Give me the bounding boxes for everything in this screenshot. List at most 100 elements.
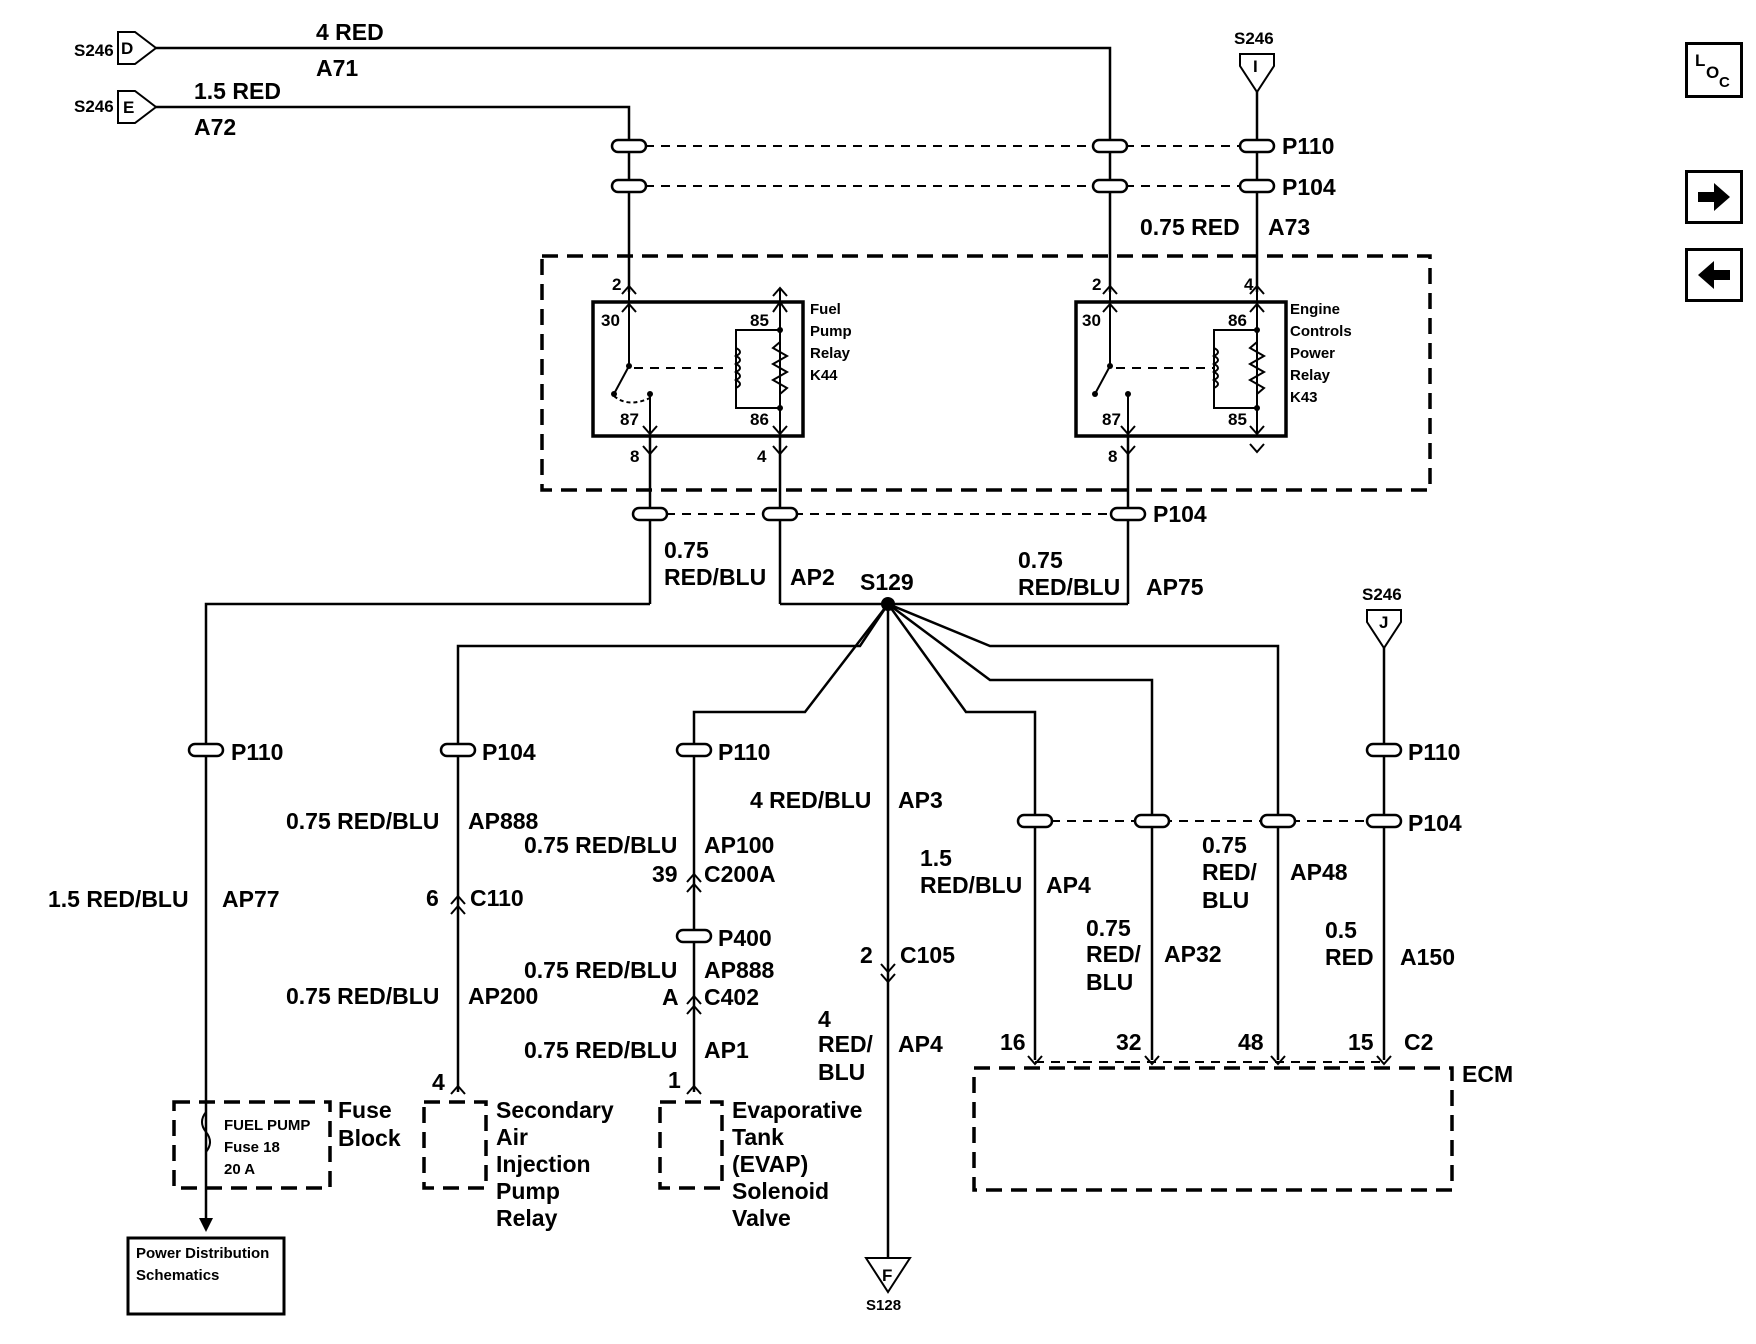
svg-text:2: 2 [1092, 275, 1101, 294]
svg-text:30: 30 [1082, 311, 1101, 330]
svg-text:Tank: Tank [732, 1124, 784, 1150]
svg-text:0.75: 0.75 [1202, 832, 1247, 858]
svg-text:AP4: AP4 [1046, 872, 1091, 898]
svg-text:S246: S246 [1234, 29, 1274, 48]
wire-a71: 4 RED A71 [156, 19, 1112, 292]
loc-letter-c: C [1719, 74, 1730, 91]
svg-text:6: 6 [426, 885, 439, 911]
loc-letter-l: L [1695, 51, 1705, 70]
next-page-button[interactable] [1685, 170, 1743, 224]
wire-ap48: 0.75 RED/ BLU AP48 [1202, 832, 1348, 913]
svg-text:RED: RED [1325, 944, 1374, 970]
svg-text:J: J [1379, 613, 1388, 632]
svg-text:Pump: Pump [810, 323, 852, 340]
svg-text:Injection: Injection [496, 1151, 591, 1177]
svg-text:Fuse 18: Fuse 18 [224, 1139, 280, 1156]
svg-text:RED/BLU: RED/BLU [920, 872, 1022, 898]
wire-ap3-ap4: 4 RED/BLU AP3 2 C105 4 RED/ BLU AP4 [750, 786, 955, 1085]
wire-ap888-ap200: P104 0.75 RED/BLU AP888 6 C110 0.75 RED/… [286, 739, 539, 1095]
svg-text:A73: A73 [1268, 214, 1310, 240]
ecm-module: 16 32 48 15 C2 ECM [972, 1029, 1513, 1192]
svg-text:AP77: AP77 [222, 886, 280, 912]
svg-text:P110: P110 [1408, 739, 1460, 765]
location-button[interactable]: L O C [1685, 42, 1743, 98]
svg-text:87: 87 [620, 410, 639, 429]
svg-text:Fuse: Fuse [338, 1097, 392, 1123]
svg-text:0.75: 0.75 [664, 537, 709, 563]
svg-text:Pump: Pump [496, 1178, 560, 1204]
svg-text:AP200: AP200 [468, 983, 538, 1009]
svg-text:8: 8 [1108, 447, 1117, 466]
svg-text:0.75 RED/BLU: 0.75 RED/BLU [524, 957, 677, 983]
wire-ap32: 0.75 RED/ BLU AP32 [1086, 915, 1222, 995]
svg-text:A150: A150 [1400, 944, 1455, 970]
connector-row-p104-top: P104 [610, 174, 1336, 200]
svg-text:39: 39 [652, 861, 678, 887]
svg-text:K44: K44 [810, 367, 838, 384]
svg-text:P400: P400 [718, 925, 772, 951]
svg-text:AP32: AP32 [1164, 941, 1222, 967]
svg-text:C2: C2 [1404, 1029, 1433, 1055]
svg-text:Relay: Relay [810, 345, 851, 362]
splice-s246-j: S246 J P110 [1362, 585, 1460, 1060]
svg-text:RED/: RED/ [1202, 859, 1258, 885]
svg-text:Valve: Valve [732, 1205, 791, 1231]
svg-text:30: 30 [601, 311, 620, 330]
svg-text:0.75 RED/BLU: 0.75 RED/BLU [286, 808, 439, 834]
svg-text:Fuel: Fuel [810, 301, 841, 318]
svg-text:87: 87 [1102, 410, 1121, 429]
svg-text:1: 1 [668, 1067, 681, 1093]
svg-text:P104: P104 [482, 739, 536, 765]
svg-text:E: E [123, 98, 134, 117]
svg-text:BLU: BLU [1202, 887, 1249, 913]
svg-text:ECM: ECM [1462, 1061, 1513, 1087]
svg-text:S128: S128 [866, 1297, 901, 1314]
svg-text:FUEL PUMP: FUEL PUMP [224, 1117, 310, 1134]
wire-ap77: P110 1.5 RED/BLU AP77 [48, 602, 650, 1225]
svg-text:0.75 RED/BLU: 0.75 RED/BLU [286, 983, 439, 1009]
svg-text:Power: Power [1290, 345, 1335, 362]
svg-text:Solenoid: Solenoid [732, 1178, 829, 1204]
svg-text:P110: P110 [718, 739, 770, 765]
previous-page-button[interactable] [1685, 248, 1743, 302]
svg-text:RED/: RED/ [818, 1031, 874, 1057]
wire-a73: 0.75 RED A73 [1140, 92, 1310, 292]
splice-s129: S129 [456, 569, 1280, 1258]
svg-text:C110: C110 [470, 885, 524, 911]
svg-text:RED/: RED/ [1086, 941, 1142, 967]
fuel-pump-relay-k44: 2 30 87 85 86 Fuel Pump Relay K44 8 4 [591, 275, 852, 466]
svg-text:0.75: 0.75 [1018, 547, 1063, 573]
svg-text:Power Distribution: Power Distribution [136, 1245, 269, 1262]
svg-text:P110: P110 [231, 739, 283, 765]
svg-text:86: 86 [1228, 311, 1247, 330]
fuse-block: FUEL PUMP Fuse 18 20 A Fuse Block [172, 1097, 401, 1232]
svg-text:A: A [662, 984, 679, 1010]
svg-text:AP4: AP4 [898, 1031, 943, 1057]
svg-text:D: D [121, 39, 133, 58]
svg-text:AP888: AP888 [468, 808, 539, 834]
svg-text:1.5: 1.5 [920, 845, 952, 871]
arrow-right-icon [1698, 183, 1730, 211]
secondary-air-injection-relay: Secondary Air Injection Pump Relay [422, 1097, 614, 1231]
svg-text:RED/BLU: RED/BLU [664, 564, 766, 590]
svg-text:AP75: AP75 [1146, 574, 1204, 600]
wire-ap2-label: 0.75 RED/BLU AP2 [664, 537, 835, 590]
svg-text:4: 4 [757, 447, 767, 466]
svg-text:C402: C402 [704, 984, 759, 1010]
svg-text:4: 4 [818, 1006, 831, 1032]
svg-text:A72: A72 [194, 114, 236, 140]
svg-text:1.5 RED: 1.5 RED [194, 78, 281, 104]
svg-text:Air: Air [496, 1124, 528, 1150]
svg-text:0.75 RED: 0.75 RED [1140, 214, 1240, 240]
svg-text:8: 8 [630, 447, 639, 466]
power-distribution-box: Power Distribution Schematics [126, 1236, 286, 1316]
svg-text:RED/BLU: RED/BLU [1018, 574, 1120, 600]
splice-s246-i: S246 I [1234, 29, 1275, 94]
svg-text:Block: Block [338, 1125, 401, 1151]
svg-text:(EVAP): (EVAP) [732, 1151, 808, 1177]
svg-text:Secondary: Secondary [496, 1097, 614, 1123]
svg-text:4 RED: 4 RED [316, 19, 384, 45]
svg-text:4: 4 [432, 1069, 445, 1095]
svg-text:0.75 RED/BLU: 0.75 RED/BLU [524, 832, 677, 858]
svg-text:F: F [882, 1266, 892, 1285]
